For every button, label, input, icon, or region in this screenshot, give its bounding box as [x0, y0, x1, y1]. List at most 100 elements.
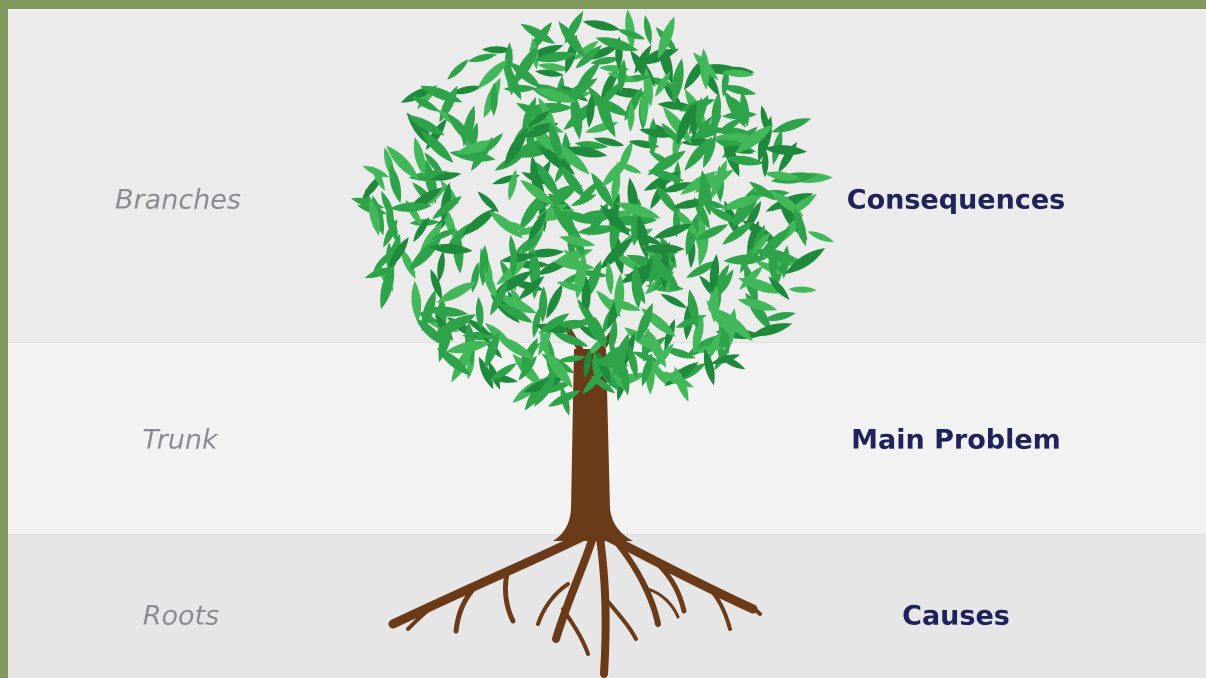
- leaf-shape: [646, 328, 667, 368]
- leaf-shape: [737, 298, 778, 311]
- leaf-shape: [389, 163, 402, 204]
- root-line: [604, 597, 638, 641]
- leaf-shape: [512, 45, 539, 86]
- leaf-shape: [446, 222, 473, 249]
- leaf-shape: [661, 182, 694, 193]
- leaf-shape: [400, 247, 416, 279]
- label-trunk: Trunk: [142, 424, 218, 456]
- leaf-shape: [484, 330, 500, 369]
- leaf-shape: [520, 179, 555, 206]
- leaf-shape: [575, 45, 602, 69]
- leaf-shape: [703, 134, 716, 169]
- root-line: [453, 581, 481, 634]
- leaf-shape: [411, 96, 440, 112]
- leaf-shape: [490, 281, 508, 316]
- leaf-shape: [537, 63, 570, 72]
- leaf-shape: [558, 355, 586, 363]
- leaf-shape: [481, 46, 514, 54]
- label-branches: Branches: [115, 184, 241, 216]
- slide-canvas: Branches Trunk Roots Consequences Main P…: [8, 9, 1206, 678]
- leaf-shape: [721, 69, 755, 78]
- leaf-shape: [388, 236, 409, 269]
- leaf-shape: [430, 172, 462, 181]
- leaf-shape: [748, 181, 777, 201]
- root-line: [596, 533, 610, 678]
- leaf-shape: [695, 97, 704, 130]
- leaf-shape: [364, 267, 395, 278]
- leaf-shape: [527, 110, 551, 128]
- leaf-shape: [553, 184, 583, 194]
- leaf-shape: [740, 91, 750, 127]
- leaf-shape: [413, 217, 430, 243]
- leaf-shape: [493, 294, 537, 314]
- leaf-shape: [735, 124, 774, 154]
- leaf-shape: [532, 308, 541, 338]
- leaf-shape: [432, 195, 462, 220]
- leaf-shape: [658, 16, 675, 59]
- leaf-shape: [708, 207, 739, 224]
- leaf-shape: [625, 9, 635, 50]
- leaf-shape: [687, 289, 699, 330]
- leaf-shape: [643, 15, 652, 45]
- leaf-shape: [478, 356, 494, 390]
- label-main-problem: Main Problem: [851, 424, 1061, 456]
- label-consequences: Consequences: [846, 184, 1066, 216]
- root-line: [655, 561, 687, 614]
- leaf-shape: [438, 318, 452, 363]
- leaf-shape: [717, 323, 726, 359]
- root-line: [388, 529, 593, 629]
- leaf-shape: [721, 67, 729, 98]
- leaf-shape: [771, 118, 812, 133]
- root-line: [706, 585, 732, 631]
- leaf-shape: [763, 312, 796, 321]
- leaf-shape: [636, 302, 653, 343]
- leaf-shape: [351, 197, 385, 209]
- leaf-shape: [540, 328, 550, 359]
- leaf-shape: [596, 99, 616, 138]
- leaf-shape: [709, 254, 720, 294]
- leaf-shape: [695, 224, 729, 241]
- leaf-shape: [552, 332, 589, 347]
- leaf-shape: [577, 225, 618, 235]
- leaf-shape: [653, 224, 693, 239]
- leaf-shape: [648, 253, 680, 290]
- root-line: [561, 607, 590, 656]
- leaf-shape: [461, 207, 497, 236]
- leaf-shape: [496, 335, 535, 360]
- leaf-shape: [411, 280, 422, 323]
- leaf-shape: [380, 263, 395, 310]
- leaf-shape: [751, 231, 771, 256]
- leaf-shape: [590, 56, 621, 65]
- leaf-shape: [599, 81, 622, 107]
- leaf-shape: [639, 48, 662, 68]
- root-line: [552, 533, 597, 643]
- leaf-shape: [549, 120, 562, 163]
- leaf-shape: [641, 353, 653, 387]
- leaf-shape: [381, 190, 394, 220]
- leaf-shape: [616, 162, 642, 174]
- leaf-shape: [583, 306, 603, 346]
- leaf-shape: [703, 348, 715, 386]
- leaf-shape: [676, 209, 699, 238]
- leaf-shape: [477, 191, 499, 213]
- leaf-shape: [500, 253, 537, 263]
- leaf-shape: [498, 303, 533, 323]
- leaf-shape: [494, 153, 526, 171]
- leaf-shape: [389, 202, 432, 212]
- leaf-shape: [528, 210, 547, 242]
- leaf-shape: [462, 105, 475, 147]
- leaf-shape: [692, 314, 704, 354]
- root-line: [536, 582, 570, 626]
- leaf-shape: [719, 309, 753, 342]
- leaf-shape: [430, 229, 457, 240]
- leaf-shape: [710, 354, 741, 365]
- leaf-shape: [425, 306, 469, 317]
- leaf-shape: [794, 207, 807, 247]
- leaf-shape: [506, 63, 515, 96]
- leaf-shape: [504, 127, 528, 167]
- leaf-shape: [593, 137, 625, 147]
- root-line: [615, 541, 661, 627]
- leaf-shape: [627, 101, 635, 132]
- leaf-shape: [781, 245, 790, 279]
